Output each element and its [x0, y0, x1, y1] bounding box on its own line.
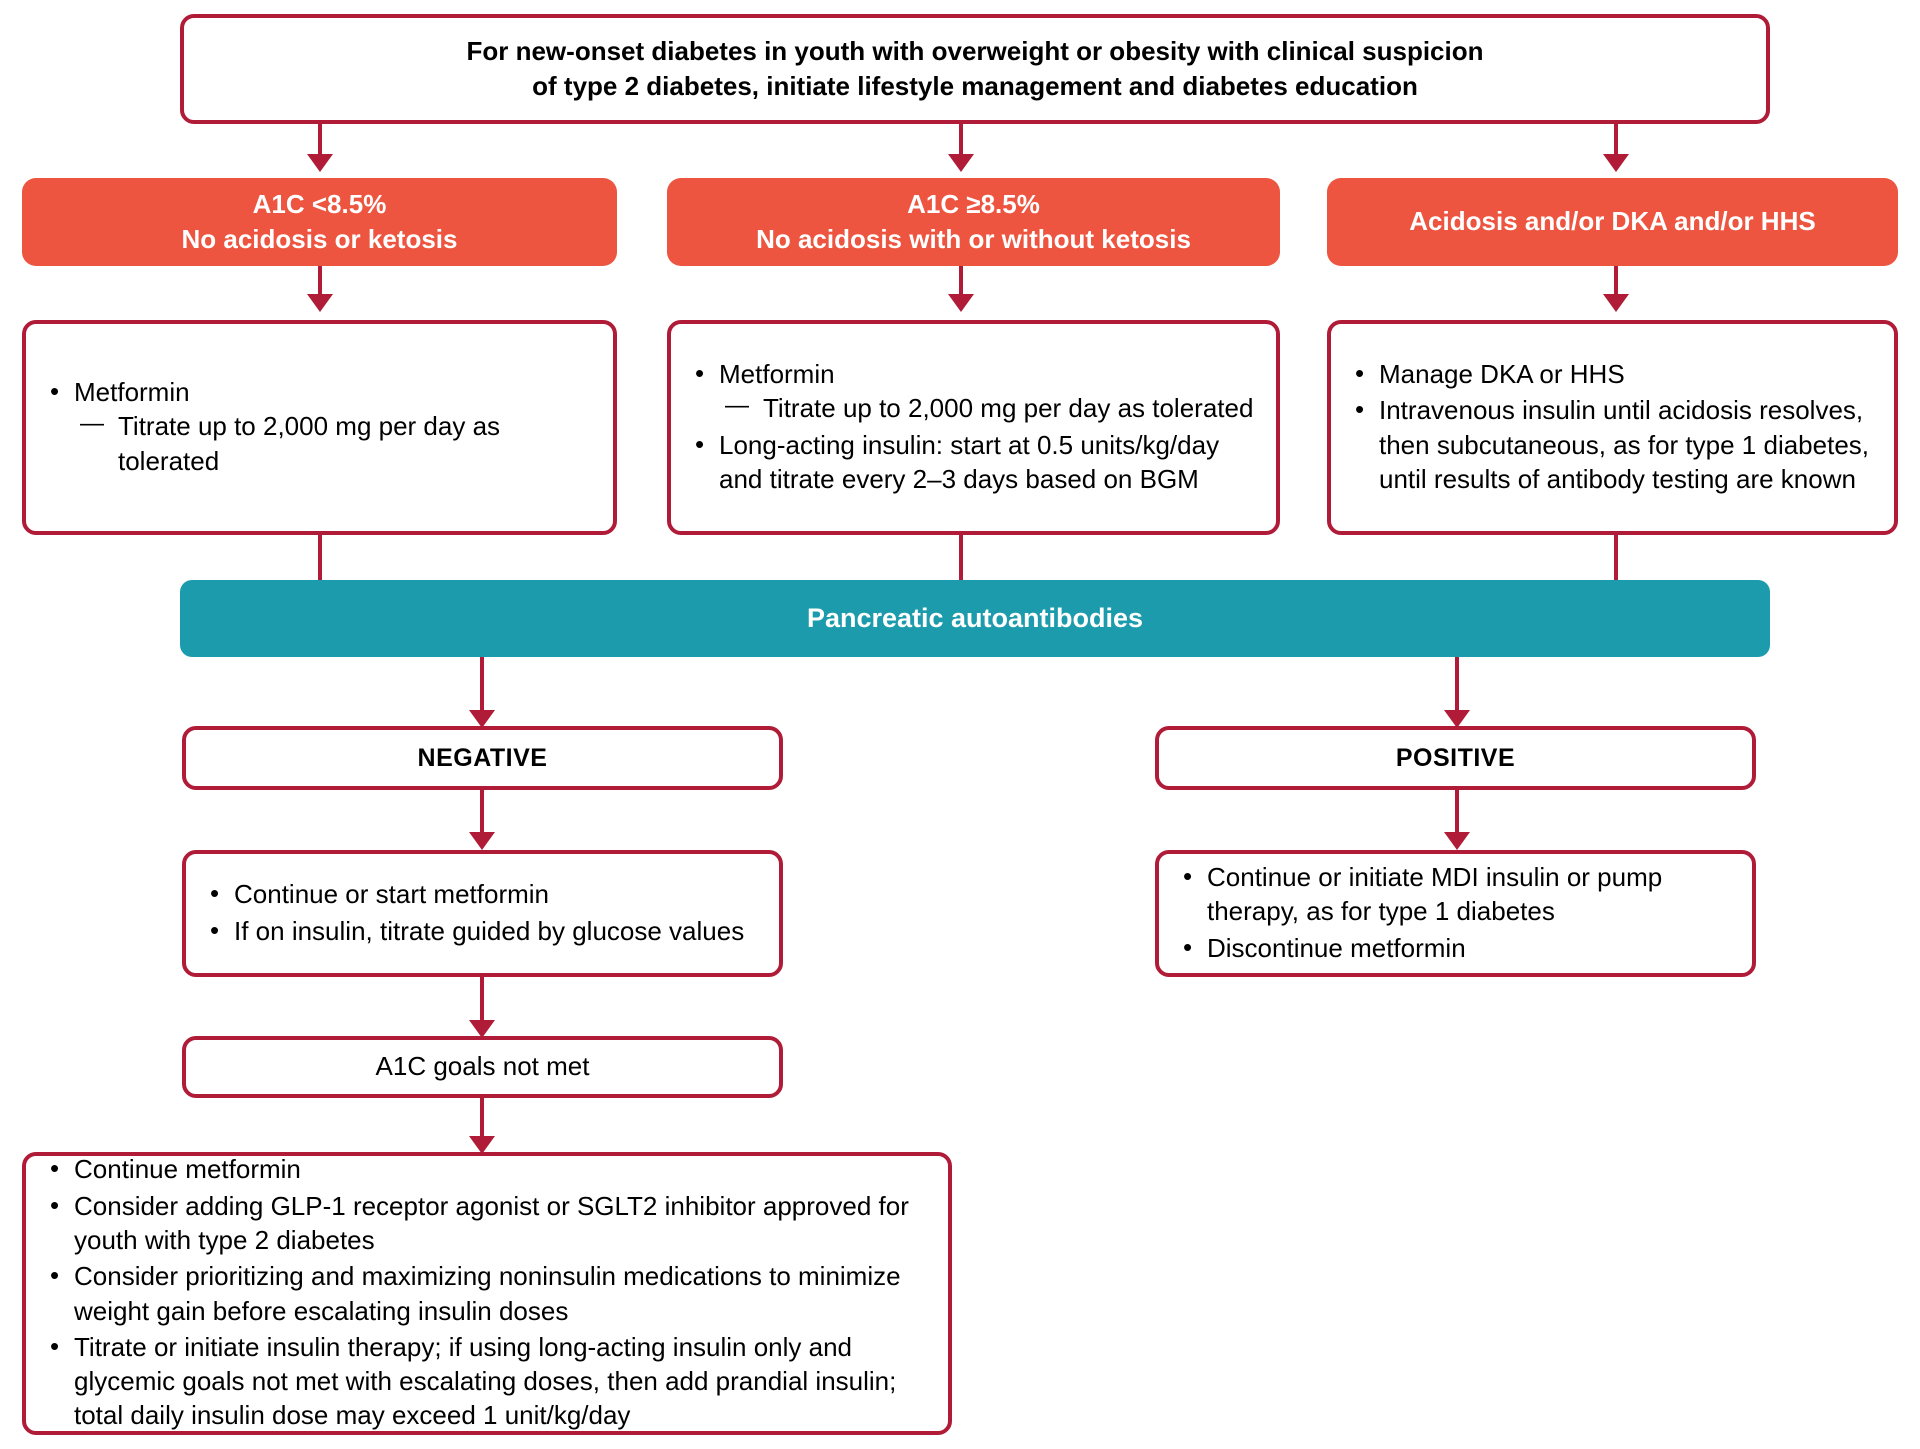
- list-item: Consider prioritizing and maximizing non…: [44, 1258, 932, 1328]
- node-positive-actions: Continue or initiate MDI insulin or pump…: [1155, 850, 1756, 977]
- connector-middle-to-antibody: [959, 535, 963, 582]
- arrowhead-actions-to-goal: [469, 1020, 495, 1038]
- middle-item-0-sublist: Titrate up to 2,000 mg per day as tolera…: [725, 390, 1260, 425]
- list-item: Long-acting insulin: start at 0.5 units/…: [689, 427, 1260, 497]
- escalation-list: Continue metformin Consider adding GLP-1…: [26, 1151, 948, 1435]
- connector-right-banner-stem: [1614, 266, 1618, 294]
- arrowhead-start-left: [307, 154, 333, 172]
- arrowhead-negative-to-actions: [469, 832, 495, 850]
- node-left-treatment: Metformin Titrate up to 2,000 mg per day…: [22, 320, 617, 535]
- banner-left-line-1: A1C <8.5%: [252, 188, 387, 219]
- node-escalation-therapy: Continue metformin Consider adding GLP-1…: [22, 1151, 952, 1435]
- negative-actions-list: Continue or start metformin If on insuli…: [186, 876, 779, 950]
- arrowhead-left-banner: [307, 294, 333, 312]
- banner-left-text: A1C <8.5% No acidosis or ketosis: [164, 181, 476, 263]
- middle-treatment-list: Metformin Titrate up to 2,000 mg per day…: [671, 356, 1276, 498]
- banner-middle-text: A1C ≥8.5% No acidosis with or without ke…: [738, 181, 1209, 263]
- banner-pancreatic-autoantibodies: Pancreatic autoantibodies: [180, 580, 1770, 657]
- list-item: Manage DKA or HHS: [1349, 356, 1878, 391]
- arrowhead-middle-banner: [948, 294, 974, 312]
- list-item: Continue or start metformin: [204, 876, 763, 911]
- arrowhead-right-banner: [1603, 294, 1629, 312]
- banner-middle-line-2: No acidosis with or without ketosis: [756, 224, 1191, 254]
- banner-middle-a1c-high: A1C ≥8.5% No acidosis with or without ke…: [667, 178, 1280, 266]
- connector-start-middle: [959, 124, 963, 154]
- list-item: If on insulin, titrate guided by glucose…: [204, 912, 763, 948]
- connector-start-right: [1614, 124, 1618, 154]
- banner-middle-line-1: A1C ≥8.5%: [907, 188, 1040, 219]
- connector-negative-to-actions: [480, 790, 484, 832]
- connector-antibody-to-negative: [480, 657, 484, 710]
- list-item: Metformin Titrate up to 2,000 mg per day…: [689, 356, 1260, 426]
- node-result-negative: NEGATIVE: [182, 726, 783, 790]
- arrowhead-positive-to-actions: [1444, 832, 1470, 850]
- left-item-0-sublist: Titrate up to 2,000 mg per day as tolera…: [80, 408, 597, 478]
- start-line-1: For new-onset diabetes in youth with ove…: [466, 35, 1484, 66]
- list-item: Continue or initiate MDI insulin or pump…: [1177, 859, 1736, 929]
- arrowhead-start-middle: [948, 154, 974, 172]
- right-treatment-list: Manage DKA or HHS Intravenous insulin un…: [1331, 356, 1894, 498]
- node-right-treatment: Manage DKA or HHS Intravenous insulin un…: [1327, 320, 1898, 535]
- left-treatment-list: Metformin Titrate up to 2,000 mg per day…: [26, 374, 613, 480]
- list-item: Discontinue metformin: [1177, 930, 1736, 965]
- antibody-test-label: Pancreatic autoantibodies: [806, 603, 1144, 633]
- connector-actions-to-goal: [480, 977, 484, 1020]
- left-item-0-text: Metformin: [74, 377, 190, 408]
- node-middle-treatment: Metformin Titrate up to 2,000 mg per day…: [667, 320, 1280, 535]
- list-item: Continue metformin: [44, 1151, 932, 1186]
- connector-positive-to-actions: [1455, 790, 1459, 832]
- connector-right-to-antibody: [1614, 535, 1618, 582]
- list-item: Intravenous insulin until acidosis resol…: [1349, 392, 1878, 496]
- banner-right-acidosis: Acidosis and/or DKA and/or HHS: [1327, 178, 1898, 266]
- connector-antibody-to-positive: [1455, 657, 1459, 710]
- start-node-text: For new-onset diabetes in youth with ove…: [440, 24, 1509, 114]
- result-positive-label: POSITIVE: [1395, 743, 1516, 772]
- list-item: Metformin Titrate up to 2,000 mg per day…: [44, 374, 597, 478]
- banner-right-text: Acidosis and/or DKA and/or HHS: [1391, 198, 1833, 245]
- banner-left-a1c-low: A1C <8.5% No acidosis or ketosis: [22, 178, 617, 266]
- connector-middle-banner-stem: [959, 266, 963, 294]
- connector-goal-to-escalation: [480, 1098, 484, 1136]
- arrowhead-antibody-to-positive: [1444, 710, 1470, 728]
- node-start: For new-onset diabetes in youth with ove…: [180, 14, 1770, 124]
- connector-left-to-antibody: [318, 535, 322, 582]
- banner-right-line-1: Acidosis and/or DKA and/or HHS: [1409, 206, 1816, 237]
- list-item: Titrate or initiate insulin therapy; if …: [44, 1329, 932, 1433]
- start-line-2: of type 2 diabetes, initiate lifestyle m…: [532, 71, 1418, 101]
- list-item: Titrate up to 2,000 mg per day as tolera…: [80, 408, 597, 478]
- node-result-positive: POSITIVE: [1155, 726, 1756, 790]
- list-item: Titrate up to 2,000 mg per day as tolera…: [725, 390, 1260, 425]
- result-negative-label: NEGATIVE: [417, 743, 548, 772]
- connector-left-banner-stem: [318, 266, 322, 294]
- node-a1c-goals-not-met: A1C goals not met: [182, 1036, 783, 1098]
- positive-actions-list: Continue or initiate MDI insulin or pump…: [1159, 859, 1752, 967]
- arrowhead-start-right: [1603, 154, 1629, 172]
- middle-item-0-text: Metformin: [719, 358, 835, 389]
- connector-start-stem: [318, 124, 322, 154]
- arrowhead-goal-to-escalation: [469, 1136, 495, 1154]
- node-negative-actions: Continue or start metformin If on insuli…: [182, 850, 783, 977]
- a1c-goal-label: A1C goals not met: [375, 1051, 590, 1082]
- list-item: Consider adding GLP-1 receptor agonist o…: [44, 1188, 932, 1258]
- banner-left-line-2: No acidosis or ketosis: [181, 224, 458, 254]
- arrowhead-antibody-to-negative: [469, 710, 495, 728]
